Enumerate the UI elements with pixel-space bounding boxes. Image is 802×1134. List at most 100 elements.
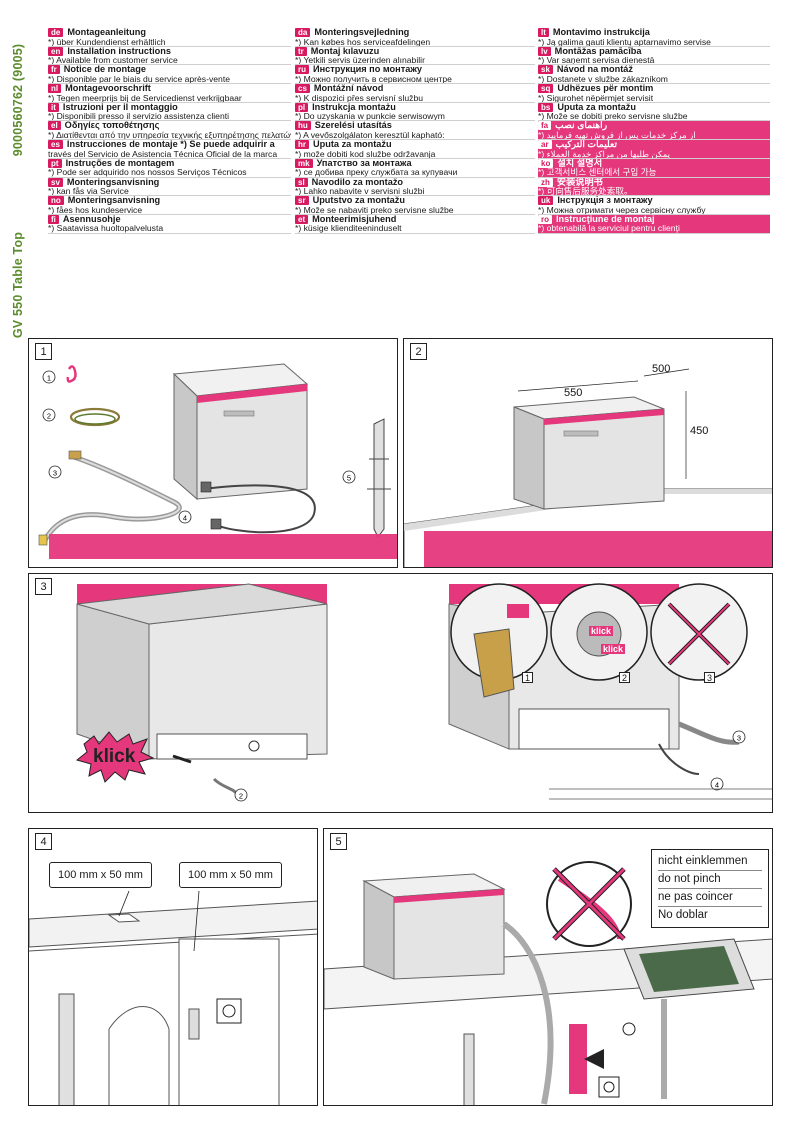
panel-4-cutouts: 4 100 mm x 50 mm 100 mm x 50 mm xyxy=(28,828,318,1106)
language-availability-note: *) Sigurohet nëpërmjet servisit xyxy=(538,92,654,103)
language-code-badge: sv xyxy=(48,177,63,187)
language-title: Montážní návod xyxy=(313,84,384,94)
language-code-badge: hr xyxy=(295,140,309,150)
language-title: راهنمای نصب xyxy=(555,121,608,131)
language-title: Monteerimisjuhend xyxy=(312,214,397,224)
language-title: Montavimo instrukcija xyxy=(552,28,650,37)
klick-label-small: klick xyxy=(601,644,626,654)
language-title: Uputa za montažu xyxy=(313,140,392,150)
language-code-badge: en xyxy=(48,46,64,56)
language-availability-note: *) се добива преку службата за купувачи xyxy=(295,167,458,178)
language-title-line: hr Uputa za montažu xyxy=(295,140,535,150)
language-availability-note: *) küsige klienditeeninduselt xyxy=(295,223,402,234)
language-title: Udhëzues për montim xyxy=(557,84,654,94)
language-code-badge: es xyxy=(48,140,63,150)
connection-illustration: 2 3 4 xyxy=(75,583,772,802)
language-title: Installation instructions xyxy=(67,46,171,56)
language-title: Інструкція з монтажу xyxy=(557,196,653,206)
language-code-badge: pl xyxy=(295,102,309,112)
language-title: Navodilo za montažo xyxy=(311,177,404,187)
language-availability-note: *) Можно получить в сервисном центре xyxy=(295,73,452,84)
language-availability-note: *) يمكن طلبها من مراكز خدمة العملاء xyxy=(538,148,671,159)
language-entry-hr: hr Uputa za montažu*) može dobiti kod slu… xyxy=(295,140,535,159)
language-title: Monteringsanvisning xyxy=(67,196,161,206)
hook-icon xyxy=(66,365,77,383)
model-name: GV 550 Table Top xyxy=(11,231,25,339)
warning-text: ne pas coincer xyxy=(658,889,762,907)
language-availability-note: *) از مرکز خدمات پس از فروش تهیه فرمایید xyxy=(538,130,696,141)
language-title: 설치 설명서 xyxy=(557,158,603,168)
language-code-badge: sr xyxy=(295,196,309,206)
language-title: Instruções de montagem xyxy=(65,158,175,168)
language-code-badge: it xyxy=(48,102,59,112)
language-title: Szerelési utasítás xyxy=(314,121,392,131)
language-availability-note: *) Yetkili servis üzerinden alınabilir xyxy=(295,55,425,66)
warning-list: nicht einklemmen do not pinch ne pas coi… xyxy=(651,849,769,928)
language-code-badge: uk xyxy=(538,196,554,206)
language-availability-note: *) Available from customer service xyxy=(48,55,178,66)
step-number: 3 xyxy=(35,578,52,595)
language-availability-note: *) Saatavissa huoltopalvelusta xyxy=(48,223,164,234)
language-code-badge: hu xyxy=(295,121,311,131)
water-hose-icon xyxy=(41,454,182,544)
step-number: 2 xyxy=(410,343,427,360)
panel-2-dimensions: 2 500 550 450 xyxy=(403,338,773,568)
dishwasher-icon xyxy=(172,363,309,501)
language-code-badge: da xyxy=(295,28,311,37)
water-hose-icon xyxy=(502,921,554,1105)
language-availability-note: *) kan fås via Service xyxy=(48,186,129,197)
detail-step-1: 1 xyxy=(522,672,533,683)
language-code-badge: zh xyxy=(538,177,553,187)
language-title: Инструкция по монтажу xyxy=(313,65,422,75)
language-availability-note: *) über Kundendienst erhältlich xyxy=(48,36,166,47)
language-availability-note: *) Tegen meerprijs bij de Servicedienst … xyxy=(48,92,242,103)
step-number: 4 xyxy=(35,833,52,850)
language-availability-note: *) Disponibili presso il servizio assist… xyxy=(48,111,230,122)
depth-dimension: 500 xyxy=(652,363,671,375)
language-code-badge: et xyxy=(295,214,309,224)
cutout-illustration xyxy=(29,890,317,1105)
language-code-badge: tr xyxy=(295,46,307,56)
detail-step-2: 2 xyxy=(619,672,630,683)
language-title: Instrucciones de montaje *) Se puede adq… xyxy=(66,140,275,150)
language-availability-note: través del Servicio de Asistencia Técnic… xyxy=(48,148,278,159)
language-code-badge: ko xyxy=(538,158,554,168)
part-number: 1 xyxy=(47,374,51,383)
language-availability-note: *) može dobiti kod službe održavanja xyxy=(295,148,436,159)
language-title: Montāžas pamācība xyxy=(554,46,642,56)
language-title: 安装说明书 xyxy=(556,177,603,187)
